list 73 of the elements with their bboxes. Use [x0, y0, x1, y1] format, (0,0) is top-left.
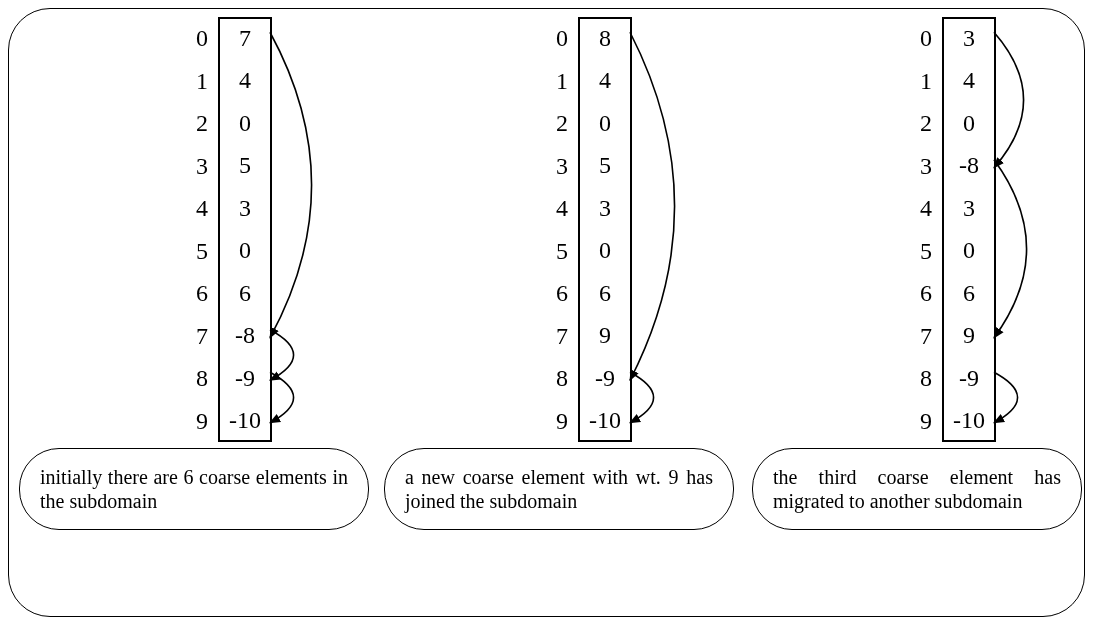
cell-value: 6	[963, 279, 975, 307]
curved-arrow	[269, 328, 295, 382]
caption-text: a new coarse element with wt. 9 has joined the subdomain	[405, 464, 713, 514]
curved-arrow	[629, 31, 676, 382]
index-label: 3	[556, 152, 568, 180]
cell-value: -9	[235, 364, 255, 392]
caption-box	[752, 448, 1082, 530]
cell-value: 4	[599, 67, 611, 95]
cell-value: -9	[959, 364, 979, 392]
index-label: 1	[920, 67, 932, 95]
index-label: 5	[556, 237, 568, 265]
cell-value: -8	[959, 152, 979, 180]
caption-text: initially there are 6 coarse elements in the subdomain	[40, 464, 348, 514]
index-label: 0	[920, 24, 932, 52]
cell-value: 6	[599, 279, 611, 307]
cell-value: 9	[963, 322, 975, 350]
caption-box	[384, 448, 734, 530]
cell-value: -10	[953, 407, 985, 435]
cell-value: 6	[239, 279, 251, 307]
curved-arrow	[629, 371, 655, 424]
index-label: 2	[920, 109, 932, 137]
index-label: 7	[920, 322, 932, 350]
cell-value: 8	[599, 24, 611, 52]
cell-value: 3	[599, 194, 611, 222]
index-label: 4	[556, 194, 568, 222]
index-label: 6	[556, 279, 568, 307]
index-label: 3	[920, 152, 932, 180]
cell-value: -8	[235, 322, 255, 350]
cell-value: 0	[239, 109, 251, 137]
index-label: 5	[920, 237, 932, 265]
cell-value: 0	[239, 237, 251, 265]
index-label: 9	[920, 407, 932, 435]
index-label: 0	[196, 24, 208, 52]
cell-value: 4	[239, 67, 251, 95]
cell-value: 3	[963, 194, 975, 222]
cell-value: -9	[595, 364, 615, 392]
curved-arrow	[269, 371, 295, 424]
panel-frame	[8, 8, 1085, 617]
index-label: 9	[556, 407, 568, 435]
cell-value: 5	[239, 152, 251, 180]
index-label: 3	[196, 152, 208, 180]
cell-value: 0	[963, 237, 975, 265]
index-label: 0	[556, 24, 568, 52]
index-label: 4	[196, 194, 208, 222]
cell-value: -10	[589, 407, 621, 435]
cell-value: 5	[599, 152, 611, 180]
cell-value: -10	[229, 407, 261, 435]
index-label: 8	[920, 364, 932, 392]
caption-text: the third coarse element has migrated to another subdomain	[773, 464, 1061, 514]
cell-value: 0	[963, 109, 975, 137]
index-label: 7	[556, 322, 568, 350]
index-label: 2	[556, 109, 568, 137]
index-label: 6	[920, 279, 932, 307]
index-label: 7	[196, 322, 208, 350]
cell-value: 4	[963, 67, 975, 95]
index-label: 1	[196, 67, 208, 95]
index-label: 1	[556, 67, 568, 95]
cell-value: 9	[599, 322, 611, 350]
caption-box	[19, 448, 369, 530]
index-label: 8	[196, 364, 208, 392]
curved-arrow	[993, 371, 1019, 424]
cell-value: 0	[599, 109, 611, 137]
cell-value: 7	[239, 24, 251, 52]
cell-value: 3	[963, 24, 975, 52]
index-label: 9	[196, 407, 208, 435]
curved-arrow	[993, 31, 1025, 169]
index-label: 4	[920, 194, 932, 222]
cell-value: 0	[599, 237, 611, 265]
index-label: 6	[196, 279, 208, 307]
cell-value: 3	[239, 194, 251, 222]
index-label: 8	[556, 364, 568, 392]
index-label: 2	[196, 109, 208, 137]
index-label: 5	[196, 237, 208, 265]
